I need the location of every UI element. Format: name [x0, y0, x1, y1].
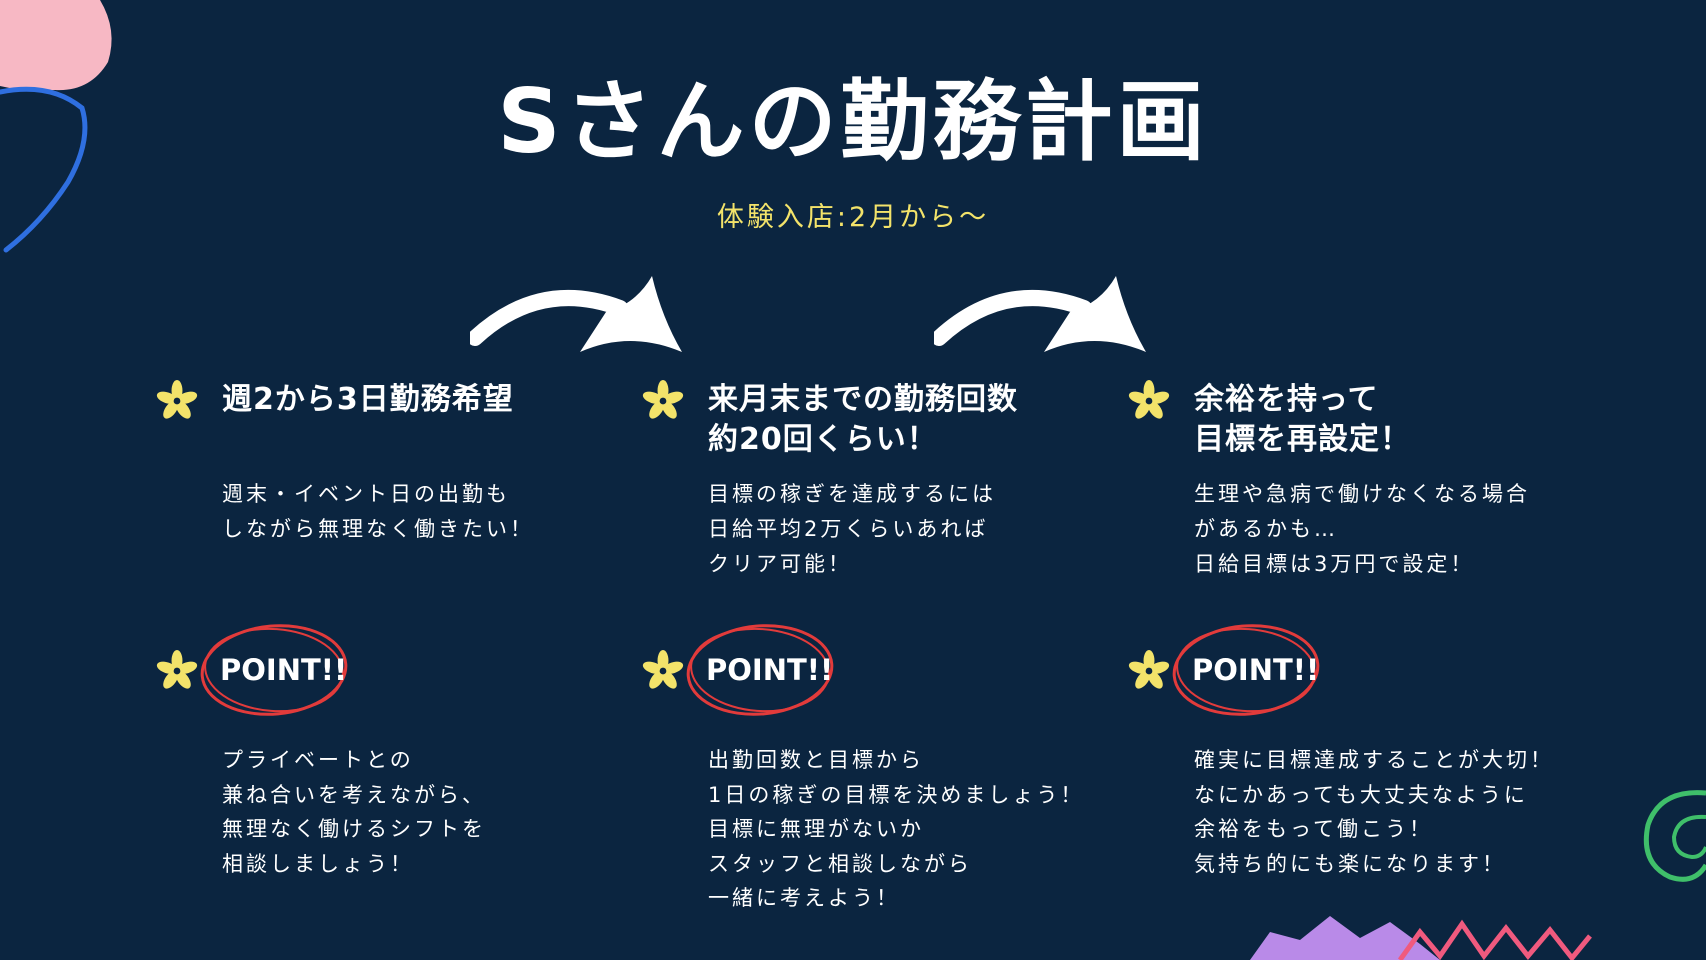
flower-icon: [1128, 380, 1170, 419]
red-circle-icon: [1172, 624, 1320, 716]
column-heading: 来月末までの勤務回数 約20回くらい！: [708, 382, 1018, 457]
flower-icon: [1128, 650, 1170, 689]
flower-icon: [642, 650, 684, 689]
column-body: 週末・イベント日の出勤も しながら無理なく働きたい！: [222, 482, 534, 541]
plan-column-2: 来月末までの勤務回数 約20回くらい！ 目標の稼ぎを達成するには 日給平均2万く…: [642, 380, 1112, 910]
point-badge: POINT!!: [642, 618, 942, 718]
decorative-pink-blob: [0, 0, 112, 91]
page-title: Sさんの勤務計画: [497, 70, 1209, 173]
point-badge: POINT!!: [156, 618, 456, 718]
flower-icon: [642, 380, 684, 419]
red-circle-icon: [200, 624, 348, 716]
point-text: プライベートとの 兼ね合いを考えながら、 無理なく働けるシフトを 相談しましょう…: [222, 748, 486, 876]
plan-column-1: 週2から3日勤務希望 週末・イベント日の出勤も しながら無理なく働きたい！ PO…: [156, 380, 626, 876]
heading-row: 来月末までの勤務回数 約20回くらい！: [642, 380, 1112, 472]
arrow-icon: [470, 276, 682, 352]
plan-column-3: 余裕を持って 目標を再設定！ 生理や急病で働けなくなる場合 があるかも… 日給目…: [1128, 380, 1598, 876]
arrow-icon: [934, 276, 1146, 352]
decorative-purple-zigzag: [1250, 916, 1592, 960]
page-subtitle: 体験入店:2月から〜: [716, 202, 990, 233]
heading-row: 余裕を持って 目標を再設定！: [1128, 380, 1598, 472]
decorative-blue-scribble: [0, 86, 88, 253]
column-body: 生理や急病で働けなくなる場合 があるかも… 日給目標は3万円で設定！: [1194, 482, 1530, 576]
point-text: 確実に目標達成することが大切！ なにかあっても大丈夫なように 余裕をもって働こう…: [1194, 748, 1554, 876]
point-label: POINT!!: [1192, 653, 1320, 687]
point-text: 出勤回数と目標から 1日の稼ぎの目標を決めましょう！ 目標に無理がないか スタッ…: [708, 748, 1085, 910]
red-circle-icon: [686, 624, 834, 716]
point-badge: POINT!!: [1128, 618, 1428, 718]
flower-icon: [156, 380, 198, 419]
flower-icon: [156, 650, 198, 689]
heading-row: 週2から3日勤務希望: [156, 380, 626, 472]
point-label: POINT!!: [706, 653, 834, 687]
column-body: 目標の稼ぎを達成するには 日給平均2万くらいあれば クリア可能！: [708, 482, 996, 576]
decorative-green-scribble: [1643, 790, 1706, 882]
column-heading: 余裕を持って 目標を再設定！: [1194, 382, 1411, 457]
point-label: POINT!!: [220, 653, 348, 687]
column-heading: 週2から3日勤務希望: [222, 382, 514, 417]
